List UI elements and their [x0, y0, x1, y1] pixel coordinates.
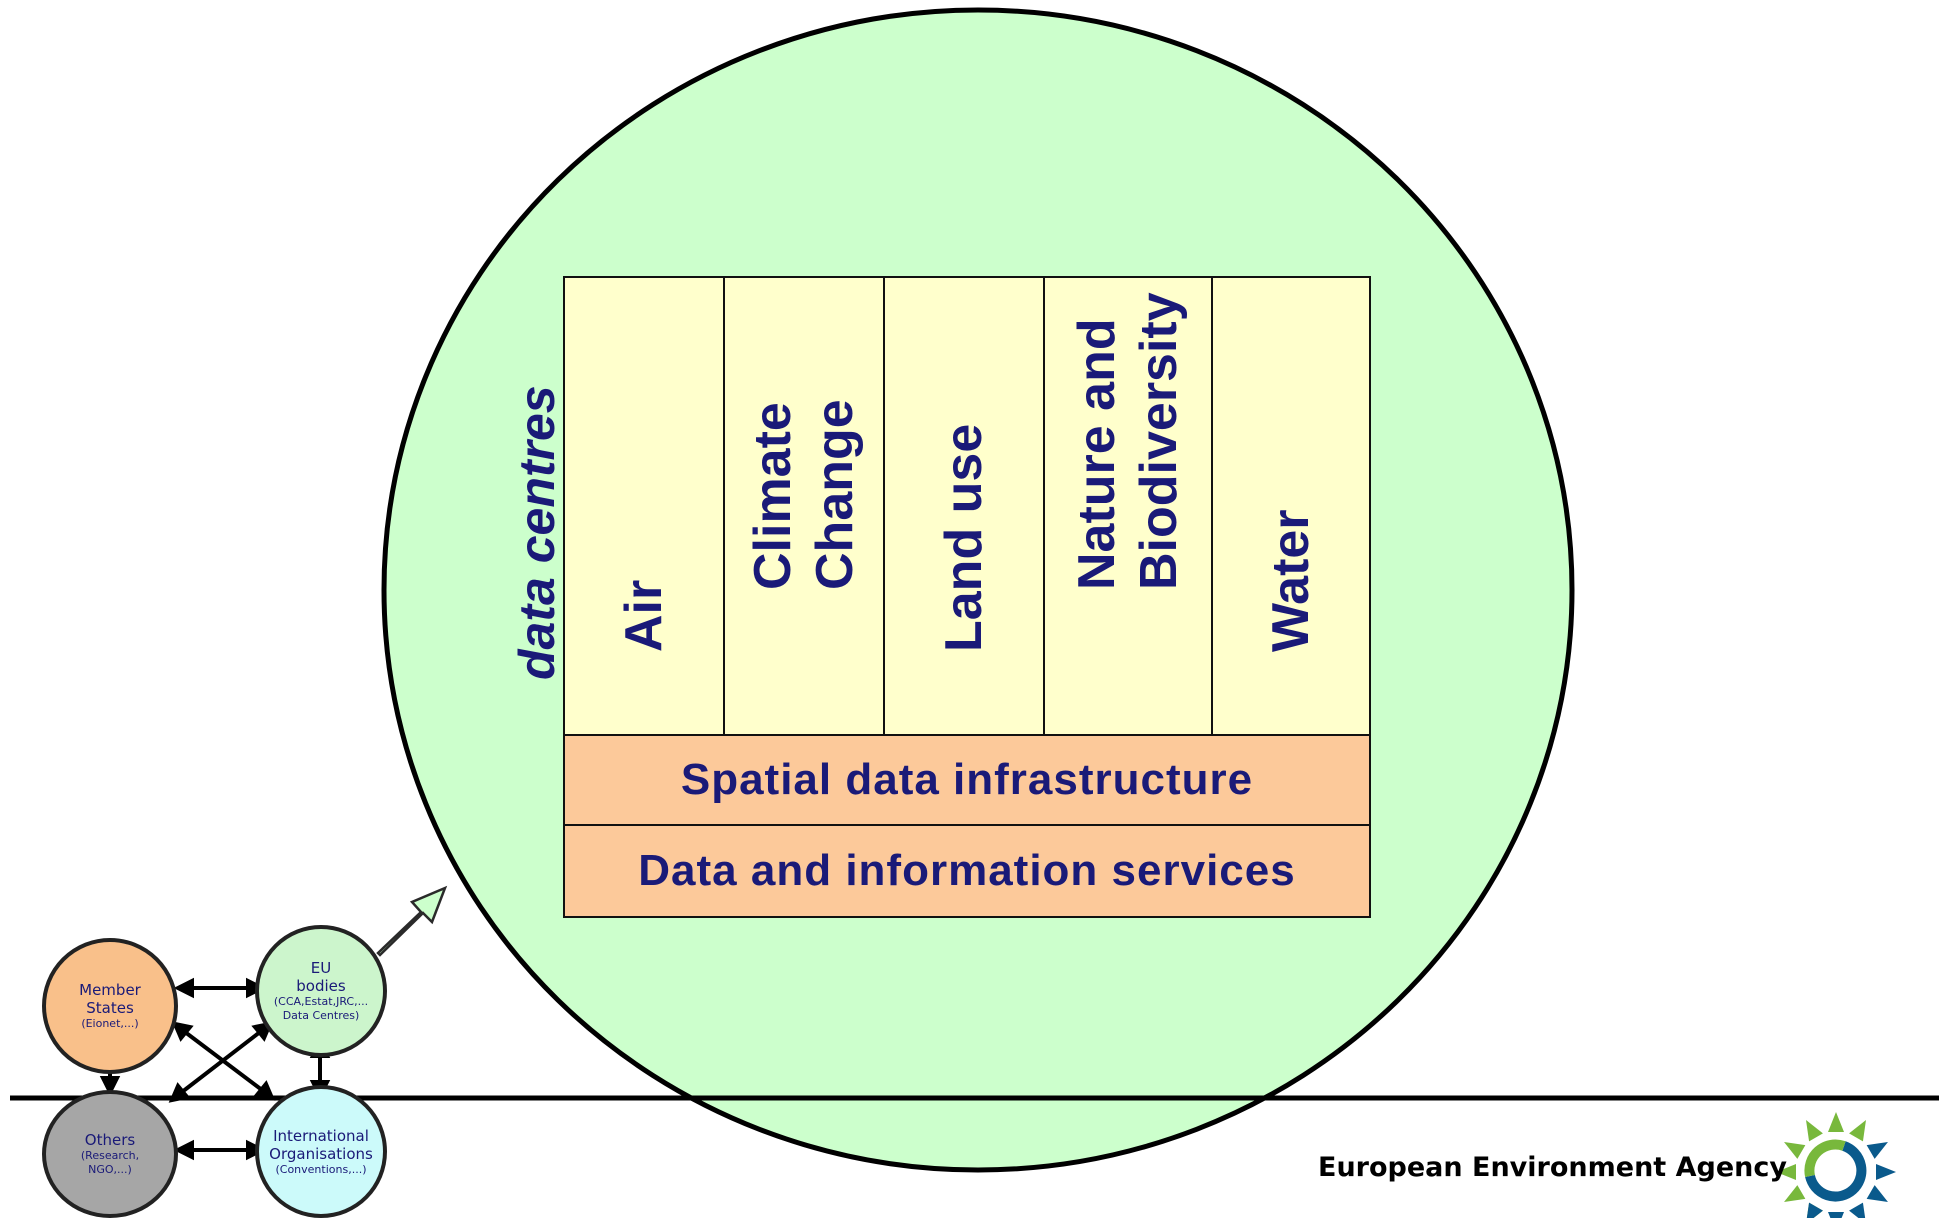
spatial-data-infrastructure-row: Spatial data infrastructure [563, 734, 1371, 826]
node-international-title-2: Organisations [269, 1144, 373, 1163]
column-nature-biodiversity-line-1: Nature and [1068, 318, 1126, 590]
column-water: Water [1211, 276, 1371, 736]
column-nature-biodiversity: Nature and Biodiversity [1043, 276, 1213, 736]
agency-name: European Environment Agency [1318, 1152, 1787, 1183]
node-international-sub-1: (Conventions,...) [275, 1162, 367, 1176]
node-eu-bodies-title-1: EU [310, 959, 332, 977]
node-others-sub-1: (Research, [80, 1149, 140, 1162]
node-member-states-sub-1: (Eionet,...) [81, 1017, 139, 1030]
node-member-states: Member States (Eionet,...) [42, 938, 178, 1074]
node-international-organisations: International Organisations (Conventions… [255, 1085, 387, 1218]
column-climate-change: Climate Change [723, 276, 885, 736]
column-climate-change-line-1: Climate [744, 402, 802, 590]
node-international-title-1: International [273, 1126, 369, 1145]
column-climate-change-label: Climate Change [742, 399, 866, 590]
node-others: Others (Research, NGO,...) [42, 1090, 178, 1218]
node-eu-bodies-sub-1: (CCA,Estat,JRC,... [273, 995, 369, 1008]
data-information-services-row: Data and information services [563, 824, 1371, 918]
column-climate-change-line-2: Change [806, 399, 864, 590]
node-eu-bodies-title-2: bodies [296, 977, 346, 995]
column-water-line-1: Water [1262, 509, 1320, 652]
column-air: Air [563, 276, 725, 736]
node-member-states-title-1: Member [79, 981, 141, 999]
column-air-line-1: Air [615, 579, 673, 652]
column-water-label: Water [1260, 509, 1322, 652]
node-others-sub-2: NGO,...) [88, 1163, 132, 1176]
node-eu-bodies: EU bodies (CCA,Estat,JRC,... Data Centre… [255, 925, 387, 1057]
column-air-label: Air [613, 580, 675, 652]
column-land-use-label: Land use [933, 424, 995, 652]
node-member-states-title-2: States [86, 999, 134, 1017]
node-others-title-1: Others [84, 1131, 136, 1149]
data-centres-label: data centres [509, 385, 565, 680]
node-eu-bodies-sub-2: Data Centres) [282, 1009, 360, 1022]
arrow-icon [376, 885, 448, 957]
column-land-use-line-1: Land use [935, 423, 993, 652]
column-nature-biodiversity-label: Nature and Biodiversity [1066, 292, 1190, 590]
eea-logo-icon [1776, 1112, 1896, 1218]
column-land-use: Land use [883, 276, 1045, 736]
column-nature-biodiversity-line-2: Biodiversity [1130, 292, 1188, 590]
